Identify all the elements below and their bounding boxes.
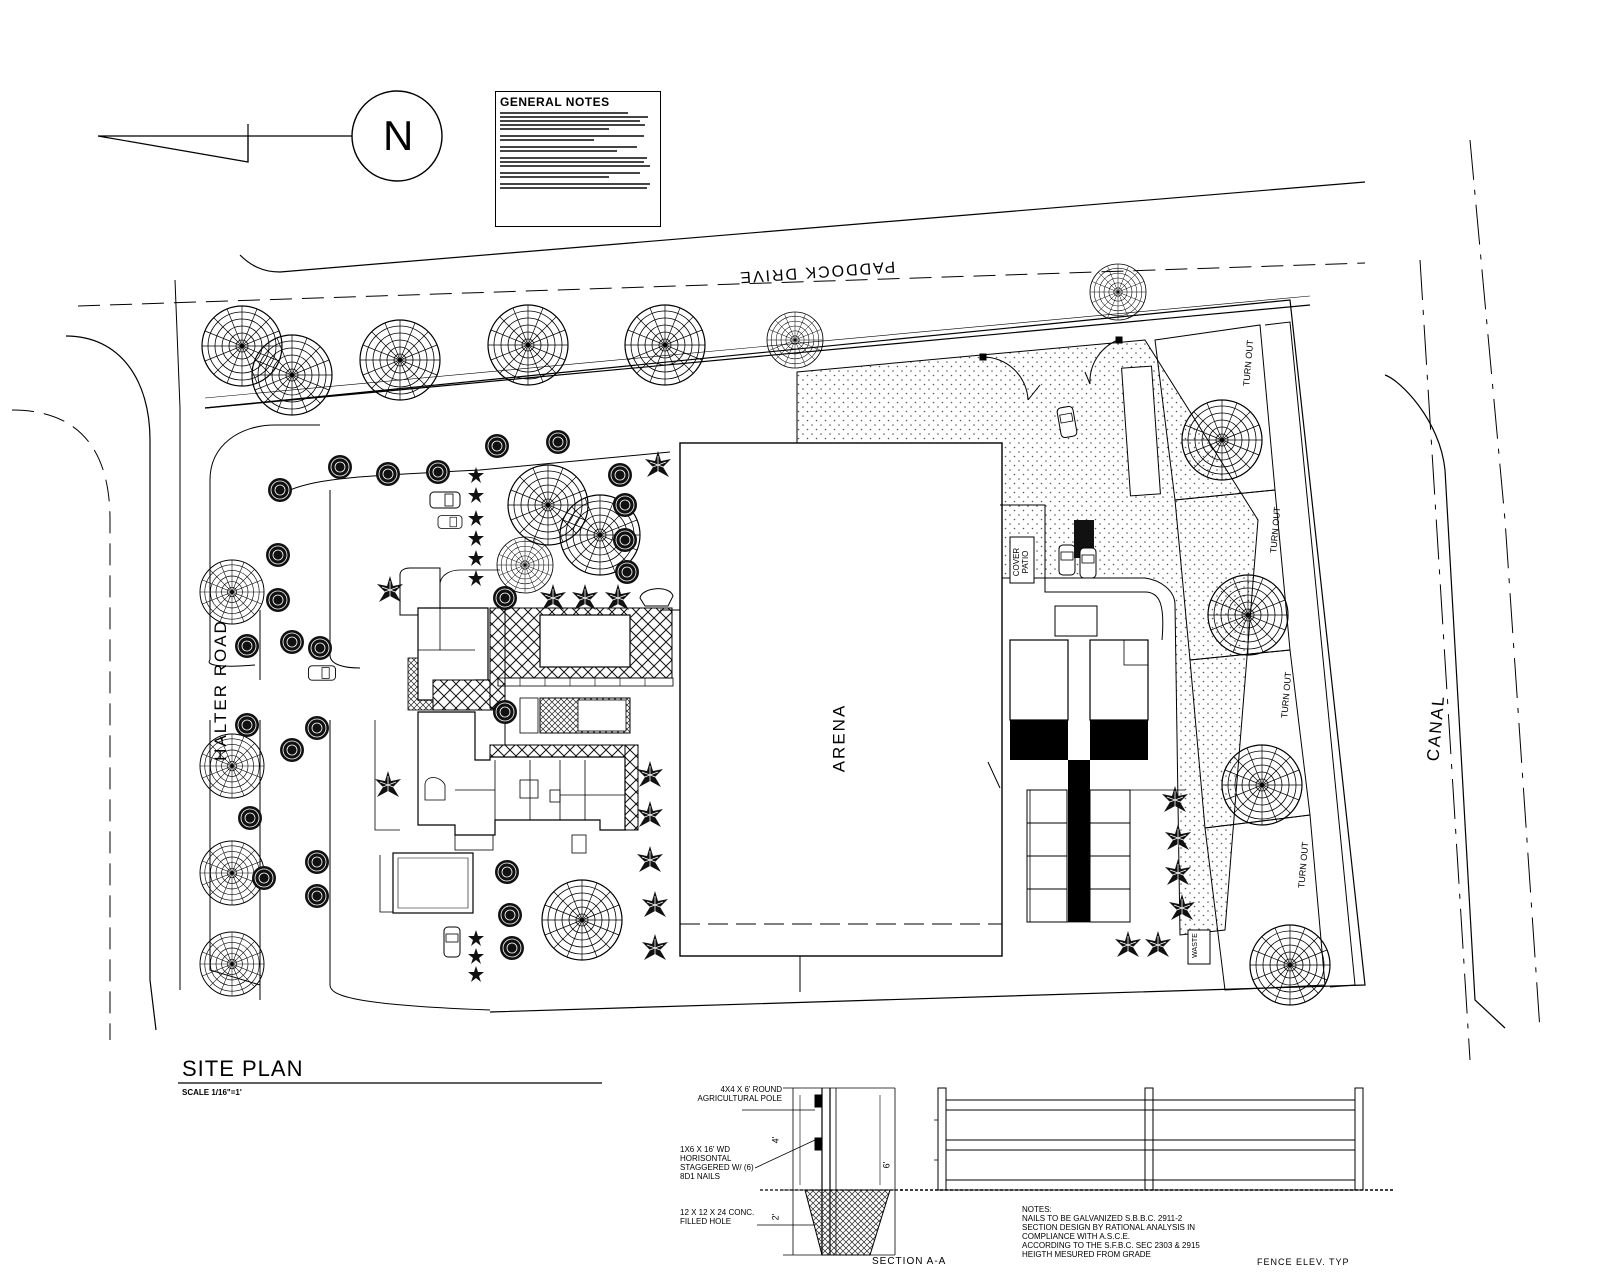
property-line bbox=[204, 299, 1366, 1013]
entry-gates bbox=[979, 336, 1123, 401]
waste-label: WASTE bbox=[1191, 933, 1199, 958]
arena-label: ARENA bbox=[829, 703, 849, 773]
trailer bbox=[1121, 365, 1161, 497]
waste-bin bbox=[1187, 929, 1211, 965]
dim-6ft: 6' bbox=[881, 1161, 892, 1169]
fence-note-line: ACCORDING TO THE S.F.B.C. SEC 2303 & 291… bbox=[1022, 1241, 1200, 1250]
fence-note-line: SECTION DESIGN BY RATIONAL ANALYSIS IN bbox=[1022, 1223, 1196, 1232]
general-notes-title: GENERAL NOTES bbox=[500, 95, 610, 109]
fence-note-line: COMPLIANCE WITH A.S.C.E. bbox=[1022, 1232, 1131, 1241]
cover-patio-label: COVER PATIO bbox=[1012, 547, 1030, 577]
canal bbox=[1384, 139, 1541, 1061]
section-a-a-detail bbox=[742, 1087, 905, 1256]
fence-notes-title: NOTES: bbox=[1022, 1205, 1052, 1214]
fence-notes: NOTES: NAILS TO BE GALVANIZED S.B.B.C. 2… bbox=[1022, 1205, 1232, 1259]
section-a-a-label: SECTION A-A bbox=[872, 1256, 947, 1267]
house bbox=[374, 567, 639, 914]
dim-2ft: 2' bbox=[770, 1213, 781, 1221]
board-callout: 1X6 X 16' WD HORISONTAL STAGGERED W/ (6)… bbox=[680, 1145, 754, 1181]
fence-elevation bbox=[900, 1087, 1393, 1191]
dim-4ft: 4' bbox=[770, 1136, 781, 1144]
arena bbox=[679, 442, 1003, 957]
site-plan-title: SITE PLAN bbox=[182, 1056, 304, 1081]
general-notes-body bbox=[500, 112, 656, 189]
driveway bbox=[208, 424, 671, 1011]
vehicles bbox=[308, 405, 1097, 958]
fence-elev-label: FENCE ELEV. TYP bbox=[1257, 1257, 1350, 1267]
road-halter-road bbox=[11, 279, 181, 1040]
fence-note-line: HEIGTH MESURED FROM GRADE bbox=[1022, 1250, 1151, 1259]
general-notes-box: GENERAL NOTES bbox=[495, 91, 661, 227]
pole-callout: 4X4 X 6' ROUND AGRICULTURAL POLE bbox=[697, 1085, 782, 1103]
halter-road-label: HALTER ROAD bbox=[210, 619, 230, 761]
north-label: N bbox=[383, 112, 414, 159]
pool-deck bbox=[497, 588, 680, 734]
hole-callout: 12 X 12 X 24 CONC. FILLED HOLE bbox=[680, 1208, 755, 1226]
stable-building bbox=[1000, 504, 1185, 923]
north-arrow bbox=[97, 90, 443, 182]
fence-note-line: NAILS TO BE GALVANIZED S.B.B.C. 2911-2 bbox=[1022, 1214, 1183, 1223]
site-plan-scale: SCALE 1/16"=1' bbox=[182, 1088, 242, 1097]
road-paddock-drive bbox=[77, 181, 1366, 409]
